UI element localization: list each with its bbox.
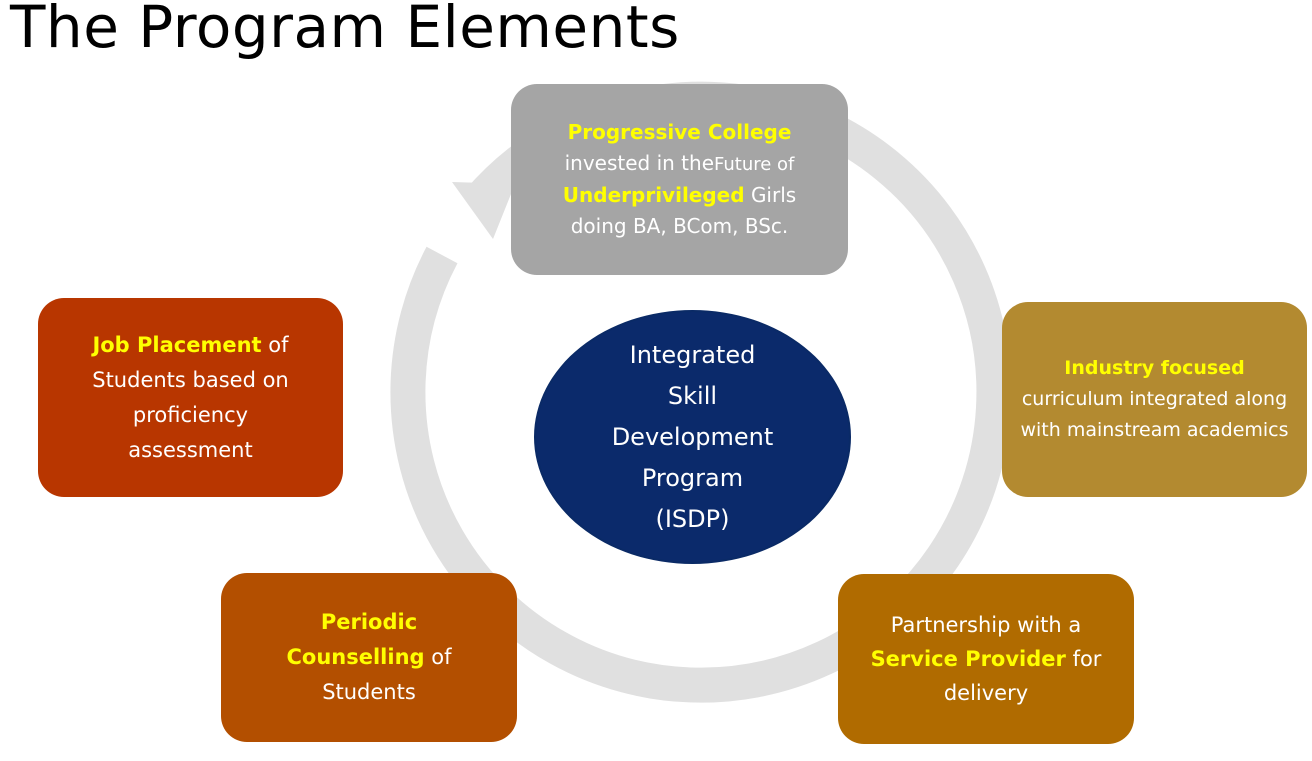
assessment-text: assessment: [128, 437, 253, 462]
center-line-1: Integrated: [629, 340, 756, 369]
job-of-text: of: [268, 332, 289, 357]
center-line-2: Skill: [667, 381, 718, 410]
periodic-label: Periodic: [320, 610, 418, 634]
industry-focused-text: curriculum integrated along with mainstr…: [1020, 388, 1289, 441]
center-line-3: Development: [611, 422, 774, 451]
center-line-5: (ISDP): [655, 504, 730, 533]
future-text: Future of: [714, 154, 795, 175]
job-placement-label: Job Placement: [92, 332, 262, 357]
industry-focused-label: Industry focused: [1064, 357, 1245, 379]
service-provider-box: Partnership with a Service Provider for …: [838, 574, 1134, 744]
isdp-center-circle: Integrated Skill Development Program (IS…: [534, 310, 851, 564]
delivery-text: delivery: [943, 681, 1029, 705]
cycle-arrowhead: [452, 182, 515, 239]
job-placement-box: Job Placement of Students based on profi…: [38, 298, 343, 497]
progressive-college-box: Progressive College invested in theFutur…: [511, 84, 848, 275]
service-provider-label: Service Provider: [870, 647, 1066, 671]
students-based-text: Students based on: [92, 367, 289, 392]
industry-focused-box: Industry focused curriculum integrated a…: [1002, 302, 1307, 497]
students-text: Students: [322, 680, 416, 704]
proficiency-text: proficiency: [132, 402, 249, 427]
of-text: of: [431, 645, 452, 669]
girls-text: Girls: [750, 183, 797, 207]
periodic-counselling-box: Periodic Counselling of Students: [221, 573, 517, 742]
progressive-college-label: Progressive College: [567, 120, 792, 144]
for-text: for: [1072, 647, 1102, 671]
partnership-text: Partnership with a: [890, 613, 1082, 637]
underprivileged-label: Underprivileged: [562, 183, 745, 207]
center-line-4: Program: [641, 463, 744, 492]
page-title: The Program Elements: [10, 0, 680, 61]
degrees-text: doing BA, BCom, BSc.: [570, 214, 789, 238]
invested-text: invested in the: [564, 151, 714, 175]
counselling-label: Counselling: [286, 645, 425, 669]
